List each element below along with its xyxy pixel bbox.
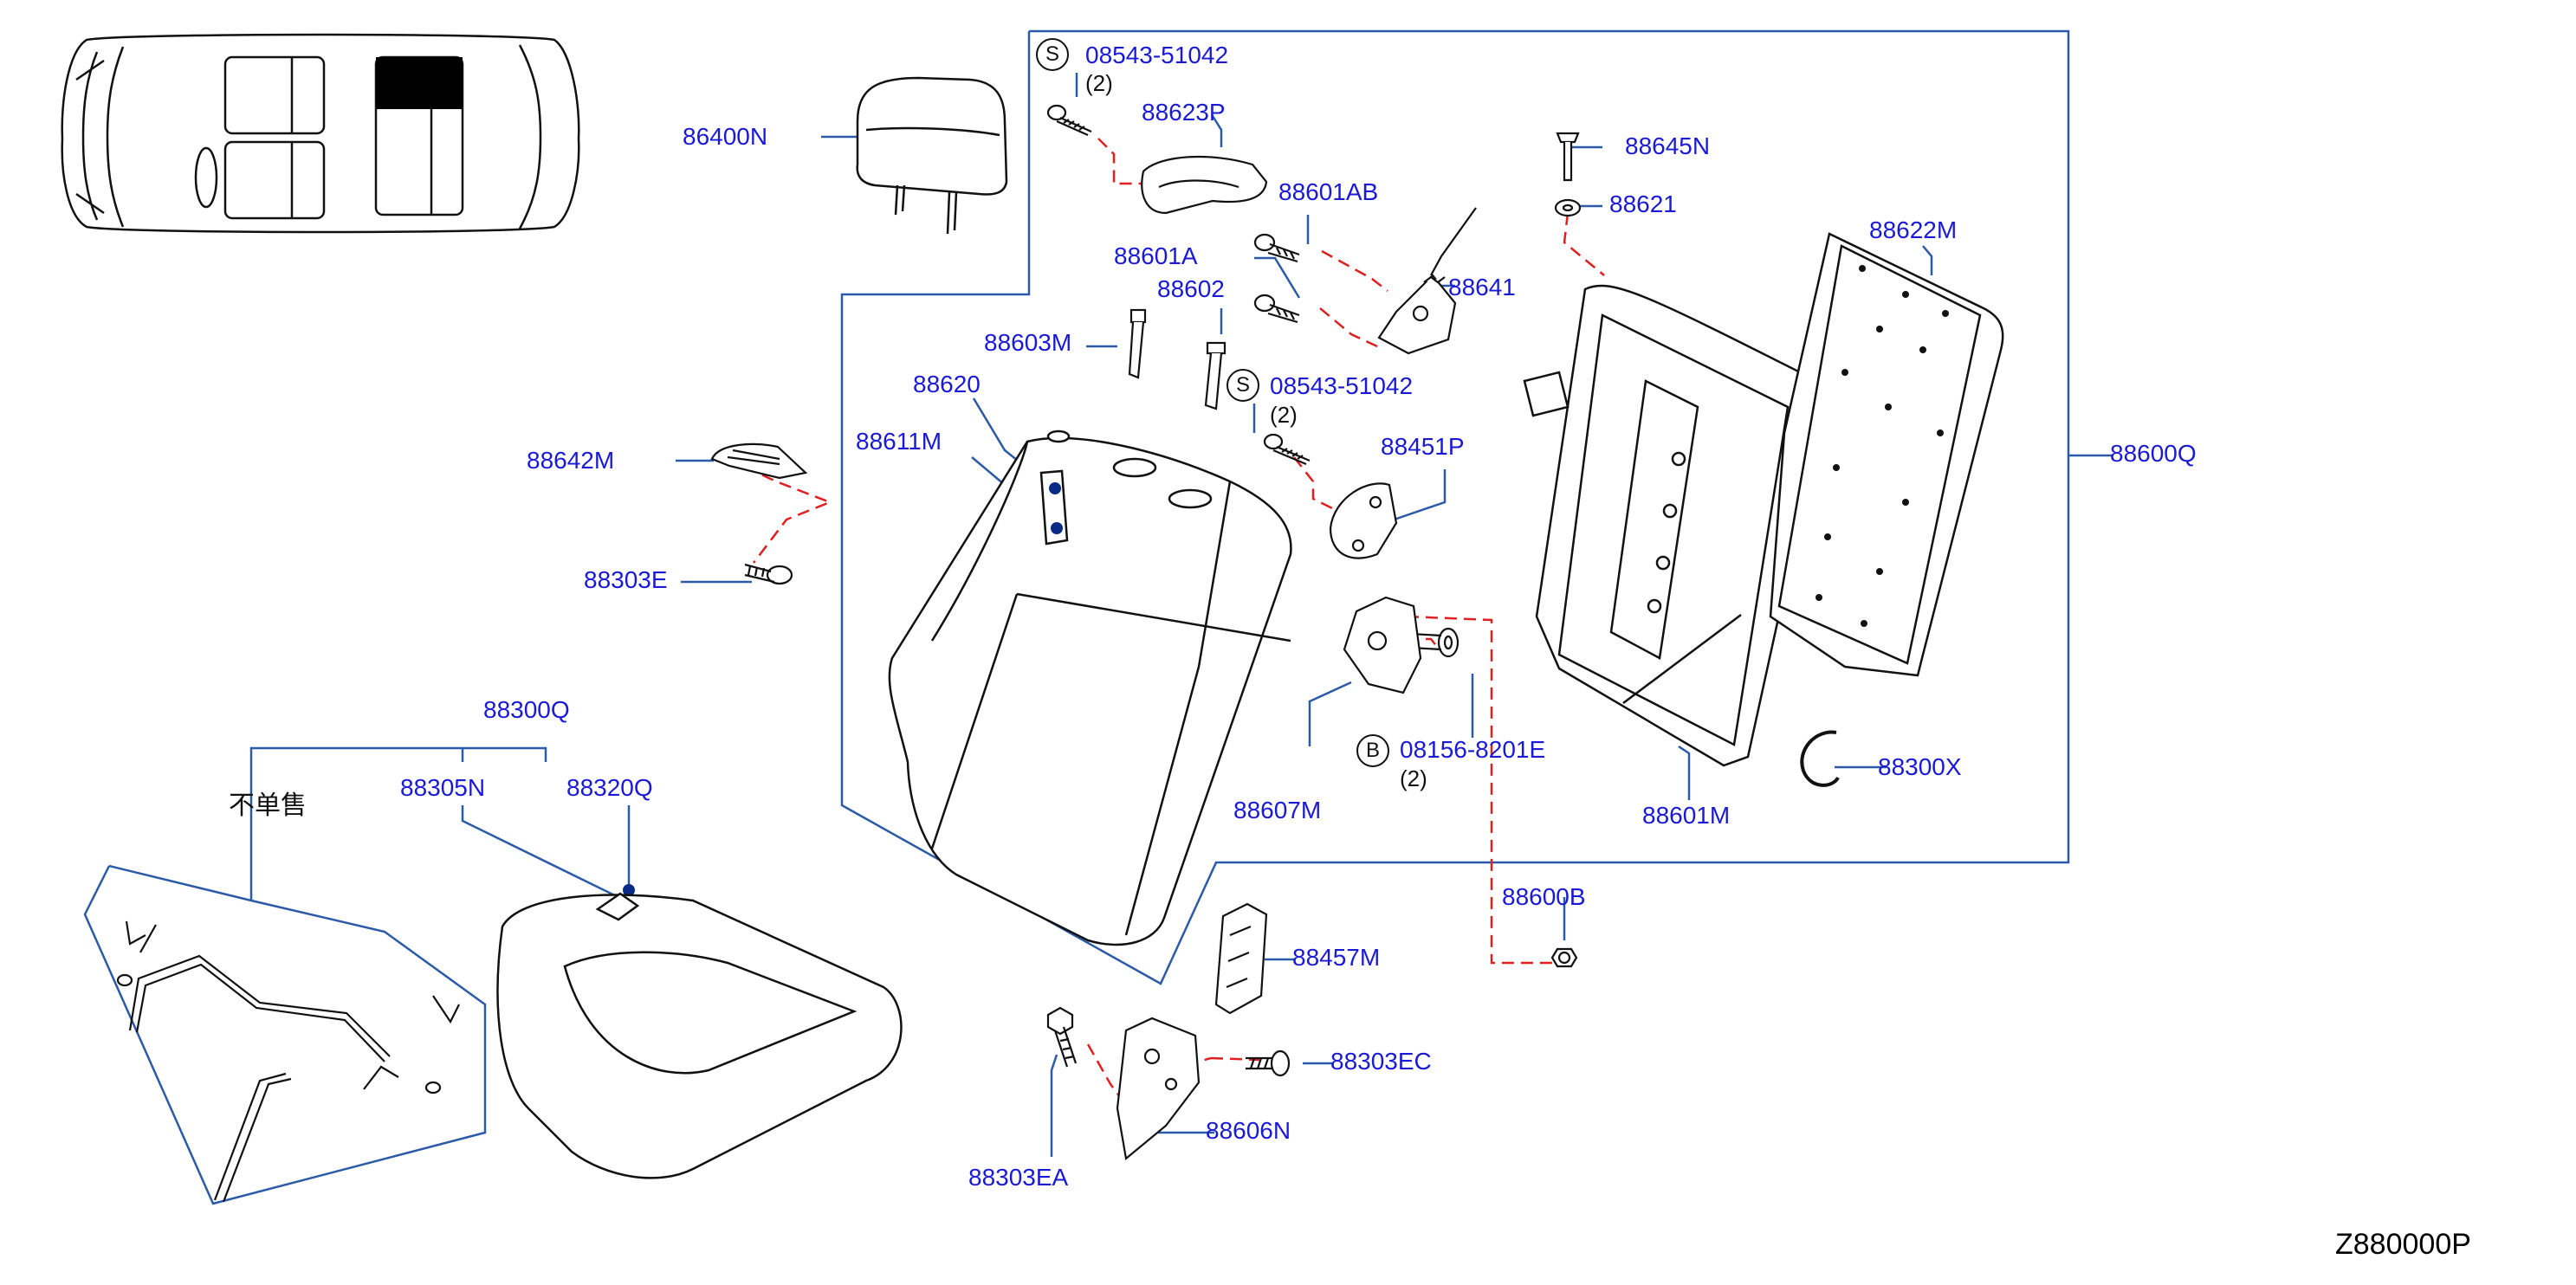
seatback-frame <box>1523 284 1821 767</box>
part-label-88300Q[interactable]: 88300Q <box>483 696 570 723</box>
part-label-08543-51042[interactable]: 08543-51042 <box>1270 372 1414 399</box>
part-label-08543-51042[interactable]: 08543-51042 <box>1085 42 1229 68</box>
part-label-88303E[interactable]: 88303E <box>584 566 668 593</box>
part-label-88451P[interactable]: 88451P <box>1381 433 1465 460</box>
bracket-88451P <box>1329 482 1398 559</box>
assembly-boundary <box>840 29 2070 985</box>
headrest <box>856 76 1008 235</box>
leader-lines <box>249 73 1933 1157</box>
part-label-88300X[interactable]: 88300X <box>1878 753 1962 780</box>
part-label-88607M[interactable]: 88607M <box>1233 797 1322 823</box>
part-label-88320Q[interactable]: 88320Q <box>566 774 653 801</box>
part-label-88623P[interactable]: 88623P <box>1142 99 1226 126</box>
part-label-88602[interactable]: 88602 <box>1157 275 1225 302</box>
seatback-cushion <box>888 429 1292 946</box>
latch-88607M <box>1343 596 1422 694</box>
screw-symbol-badge: S <box>1036 38 1069 71</box>
recliner-88641 <box>1377 207 1477 355</box>
part-label-88642M[interactable]: 88642M <box>527 447 615 474</box>
part-label-86400N[interactable]: 86400N <box>683 123 768 150</box>
ring-88300X <box>1800 730 1840 787</box>
part-label-88641[interactable]: 88641 <box>1448 274 1516 300</box>
quantity-label: (2) <box>1085 70 1113 96</box>
fasteners <box>744 104 1582 1077</box>
back-board <box>1769 232 2004 677</box>
wire-frame-parts <box>116 920 460 1203</box>
wire-frame-set <box>83 864 487 1205</box>
part-label-88603M[interactable]: 88603M <box>984 329 1072 356</box>
part-label-88600Q[interactable]: 88600Q <box>2110 440 2197 467</box>
part-label-88303EA[interactable]: 88303EA <box>968 1164 1069 1191</box>
bracket-88606N <box>1116 1017 1201 1161</box>
part-label-88457M[interactable]: 88457M <box>1292 944 1381 971</box>
bracket-88457M <box>1214 902 1268 1015</box>
part-label-88622M[interactable]: 88622M <box>1869 216 1958 243</box>
part-label-88620[interactable]: 88620 <box>913 371 981 397</box>
part-label-08156-8201E[interactable]: 08156-8201E <box>1400 736 1546 763</box>
bolt-symbol-badge: B <box>1356 734 1389 767</box>
seat-cushion <box>496 892 903 1179</box>
part-label-88601A[interactable]: 88601A <box>1114 242 1198 269</box>
part-label-88606N[interactable]: 88606N <box>1206 1117 1291 1144</box>
highlighted-seat-area <box>376 57 463 109</box>
screw-symbol-badge: S <box>1227 369 1259 402</box>
part-label-88601AB[interactable]: 88601AB <box>1278 178 1379 205</box>
part-label-88305N[interactable]: 88305N <box>400 774 486 801</box>
cover-88623P <box>1141 155 1268 215</box>
not-sold-separately-note: 不单售 <box>229 791 307 821</box>
part-label-88303EC[interactable]: 88303EC <box>1330 1048 1432 1075</box>
vehicle-top-view-icon <box>61 33 580 234</box>
cover-88642M <box>710 442 808 480</box>
part-label-88645N[interactable]: 88645N <box>1625 132 1711 159</box>
part-label-88611M[interactable]: 88611M <box>856 428 942 455</box>
quantity-label: (2) <box>1400 765 1427 791</box>
part-label-88621[interactable]: 88621 <box>1609 190 1677 217</box>
diagram-code: Z880000P <box>2335 1228 2471 1261</box>
part-label-88600B[interactable]: 88600B <box>1502 883 1586 910</box>
quantity-label: (2) <box>1270 402 1298 428</box>
part-label-88601M[interactable]: 88601M <box>1642 802 1731 829</box>
